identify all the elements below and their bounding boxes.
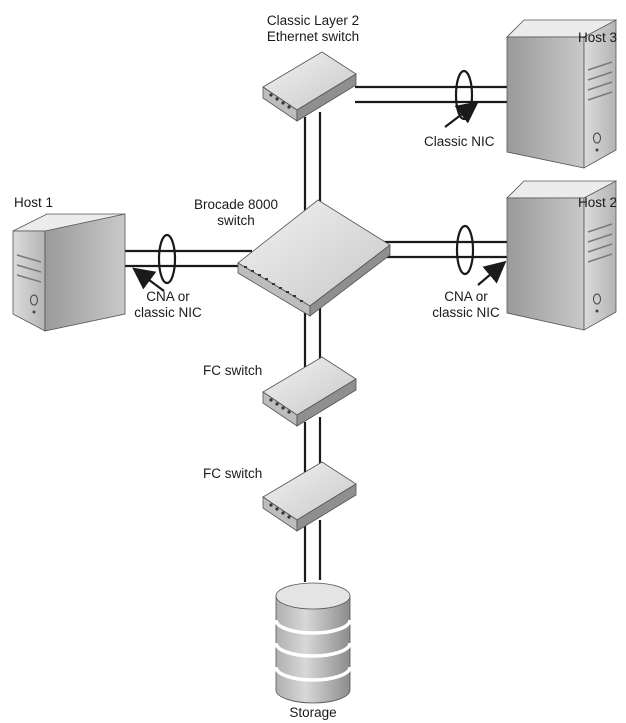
host1-nic-arrow bbox=[132, 267, 165, 292]
link-brocade-host2 bbox=[370, 240, 507, 259]
fc-switch-2-label: FC switch bbox=[203, 466, 263, 481]
host1-server bbox=[12, 213, 126, 332]
host1-nic-ring bbox=[157, 233, 177, 285]
ethernet-switch-device bbox=[262, 51, 357, 122]
host3-nic-label: Classic NIC bbox=[424, 134, 495, 149]
fc-switch-1-device bbox=[262, 356, 357, 427]
host3-nic-arrow bbox=[444, 101, 479, 128]
host2-nic-label: CNA or classic NIC bbox=[432, 289, 500, 320]
link-ethernet-switch-host3 bbox=[355, 85, 507, 104]
fc-switch-1-label: FC switch bbox=[203, 363, 263, 378]
host2-nic-ring bbox=[455, 224, 475, 276]
host1-label: Host 1 bbox=[14, 195, 54, 210]
host3-server bbox=[506, 19, 617, 169]
fc-switch-2-device bbox=[262, 461, 357, 532]
host1-nic-label: CNA or classic NIC bbox=[134, 289, 202, 320]
host3-label: Host 3 bbox=[578, 30, 618, 45]
host2-label: Host 2 bbox=[578, 195, 618, 210]
host2-server bbox=[506, 180, 617, 331]
link-host1-brocade bbox=[125, 249, 252, 268]
link-fc-switch-2-storage bbox=[303, 520, 322, 582]
host2-nic-arrow bbox=[477, 260, 507, 286]
storage-label: Storage bbox=[289, 705, 337, 720]
storage-device bbox=[274, 582, 352, 704]
link-ethernet-switch-brocade bbox=[303, 112, 322, 222]
brocade-switch-label: Brocade 8000 switch bbox=[193, 197, 279, 228]
brocade-8000-device bbox=[237, 199, 391, 317]
link-brocade-fc-switch-1 bbox=[303, 303, 322, 372]
ethernet-switch-label: Classic Layer 2 Ethernet switch bbox=[266, 13, 360, 44]
